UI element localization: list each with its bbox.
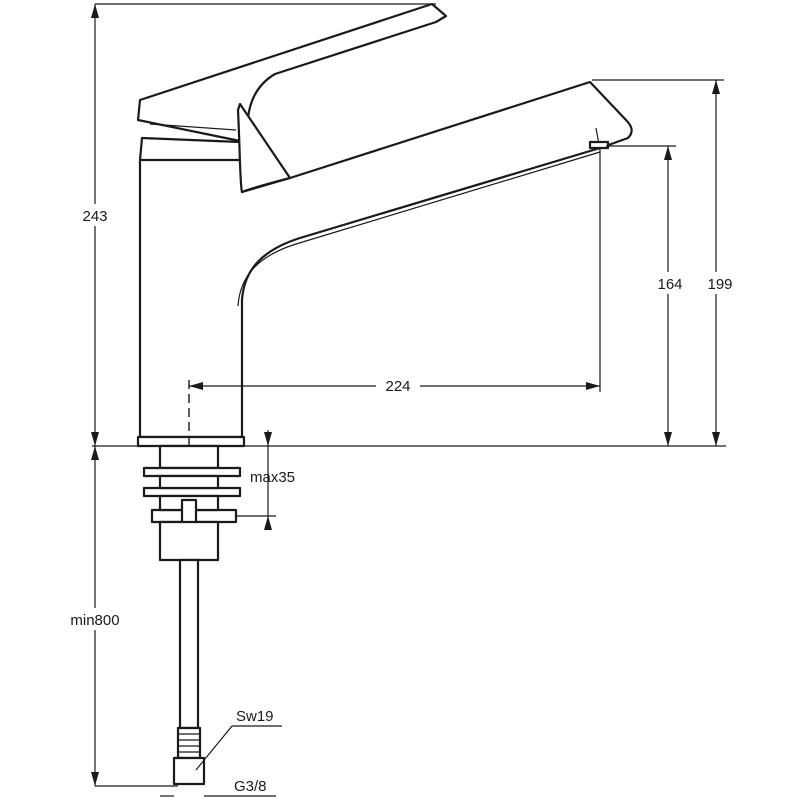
- mounting-shank: [158, 444, 220, 470]
- faucet-body: [136, 2, 633, 448]
- label-spout-reach: 224: [385, 378, 410, 395]
- label-outlet-height: 164: [657, 276, 682, 293]
- dimension-total-height: 243: [76, 3, 436, 446]
- lever-hub: [236, 102, 292, 194]
- hose-connector: [176, 726, 202, 760]
- mounting-assembly: [142, 380, 242, 786]
- label-min-hose-length: min800: [70, 612, 119, 629]
- label-total-height: 243: [82, 208, 107, 225]
- dimension-spout-reach: 224: [189, 150, 601, 396]
- shank-bottom: [158, 520, 220, 562]
- dimension-outlet-height: 164: [606, 145, 688, 446]
- washer-upper: [142, 466, 242, 478]
- spout-underside-line: [237, 151, 601, 307]
- leader-connection-thread: G3/8: [160, 778, 276, 797]
- label-connection-thread: G3/8: [234, 778, 267, 795]
- faucet-collar: [138, 136, 244, 162]
- spout-aerator: [588, 140, 610, 150]
- shank-mid: [158, 474, 220, 490]
- flexible-hose: [178, 558, 200, 730]
- label-max-deck-thickness: max35: [250, 469, 295, 486]
- faucet-base-ring: [136, 435, 246, 448]
- hose-end-nut: [172, 756, 206, 786]
- label-wrench-size: Sw19: [236, 708, 274, 725]
- dimension-max-deck-thickness: max35: [236, 430, 295, 530]
- washer-lower: [142, 486, 242, 498]
- dimension-min-hose-length: min800: [58, 446, 178, 787]
- lever-handle: [136, 2, 448, 144]
- lever-underside-line: [149, 123, 237, 131]
- dimension-spout-top-height: 199: [592, 79, 740, 446]
- leader-wrench-size: Sw19: [195, 708, 282, 771]
- label-spout-top-height: 199: [707, 276, 732, 293]
